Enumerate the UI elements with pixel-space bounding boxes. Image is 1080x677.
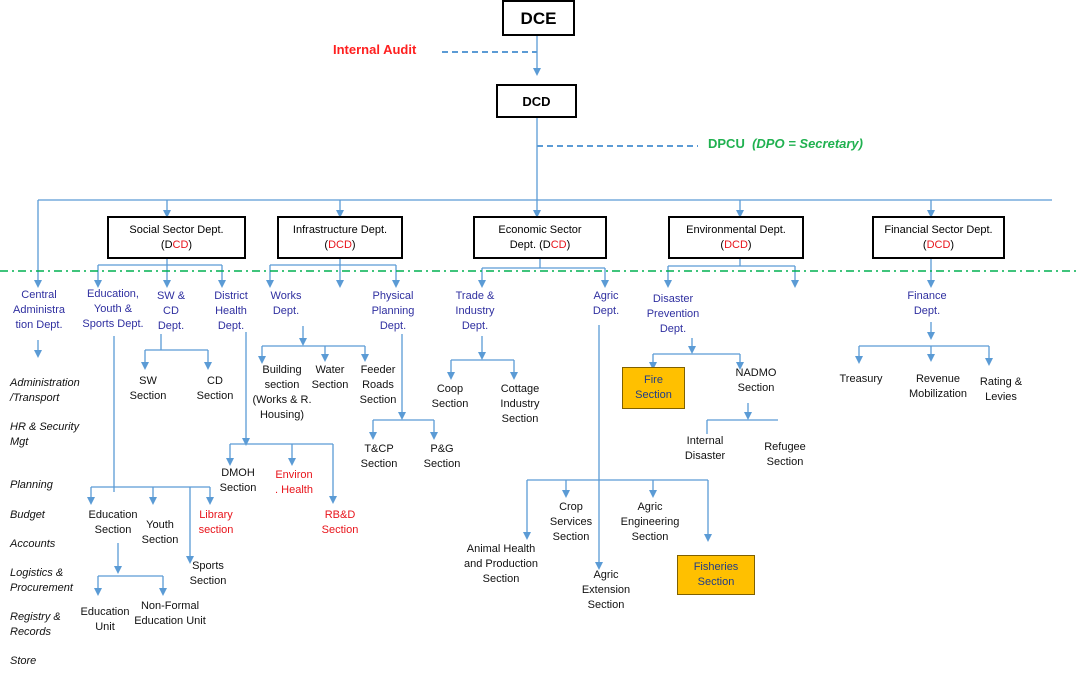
admin-function-store: Store	[10, 655, 37, 667]
district-health-dept: District Health Dept.	[214, 290, 248, 332]
admin-function-administration: Administration /Transport	[10, 377, 80, 404]
trade-industry-dept: Trade & Industry Dept.	[455, 290, 495, 332]
pg-section: P&G Section	[423, 443, 461, 470]
admin-function-accounts: Accounts	[10, 538, 56, 550]
dce-label: DCE	[520, 8, 557, 28]
financial-sector-dept-post: )	[950, 238, 955, 251]
education-section: Education Section	[88, 509, 138, 536]
social-sector-dept-code: CD	[172, 238, 189, 251]
feeder-roads-section: Feeder Roads Section	[359, 364, 397, 406]
dpcu-note: (DPO = Secretary)	[752, 136, 863, 151]
building-section: Building section (Works & R. Housing)	[252, 364, 312, 421]
admin-function-hr: HR & Security Mgt	[10, 421, 80, 448]
admin-function-registry: Registry & Records	[10, 611, 61, 638]
infrastructure-dept-box: Infrastructure Dept. (DCD)	[277, 216, 403, 259]
swcd-dept: SW & CD Dept.	[156, 290, 186, 332]
central-admin-dept: Central Administra tion Dept.	[13, 289, 65, 331]
dcd-label: DCD	[522, 93, 551, 109]
admin-function-budget: Budget	[10, 509, 45, 521]
refugee-section: Refugee Section	[764, 441, 806, 468]
fire-section: Fire Section	[622, 367, 685, 409]
nonformal-education-unit: Non-Formal Education Unit	[134, 600, 206, 627]
social-sector-dept-post: )	[188, 238, 193, 251]
disaster-prevention-dept: Disaster Prevention Dept.	[646, 293, 700, 335]
social-sector-dept-box: Social Sector Dept. (DCD)	[107, 216, 246, 259]
financial-sector-dept-name: Financial Sector Dept.	[884, 223, 993, 236]
financial-sector-dept-box: Financial Sector Dept. (DCD)	[872, 216, 1005, 259]
cd-section: CD Section	[196, 375, 234, 402]
environmental-dept-pre: (	[720, 238, 725, 251]
coop-section: Coop Section	[431, 383, 469, 410]
financial-sector-dept-pre: (	[922, 238, 927, 251]
physical-planning-dept: Physical Planning Dept.	[371, 290, 415, 332]
crop-services-section: Crop Services Section	[549, 501, 593, 543]
infrastructure-dept-name: Infrastructure Dept.	[292, 223, 388, 236]
economic-sector-dept-code: CD	[550, 238, 567, 251]
social-sector-dept-name: Social Sector Dept.	[129, 223, 224, 236]
education-unit: Education Unit	[80, 606, 130, 633]
admin-function-logistics: Logistics & Procurement	[10, 567, 73, 594]
finance-dept: Finance Dept.	[907, 290, 947, 317]
fisheries-section: Fisheries Section	[677, 555, 755, 595]
financial-sector-dept-code: DCD	[926, 238, 951, 251]
animal-health-section: Animal Health and Production Section	[464, 543, 538, 585]
admin-function-planning: Planning	[10, 479, 53, 491]
infrastructure-dept-code: DCD	[328, 238, 352, 251]
sw-section: SW Section	[129, 375, 167, 402]
works-dept: Works Dept.	[270, 290, 302, 317]
economic-sector-dept-name: Economic Sector	[498, 223, 582, 236]
dce-box: DCE	[502, 0, 575, 36]
infrastructure-dept-post: )	[351, 238, 356, 251]
environ-health: Environ . Health	[275, 469, 313, 496]
fisheries-section-label: Fisheries Section	[693, 561, 739, 588]
internal-audit-label: Internal Audit	[333, 42, 417, 57]
social-sector-dept-pre: (D	[160, 238, 173, 251]
dcd-box: DCD	[496, 84, 577, 118]
dpcu-name: DPCU	[708, 136, 745, 151]
cottage-industry-section: Cottage Industry Section	[500, 383, 540, 425]
water-section: Water Section	[311, 364, 349, 391]
dmoh-section: DMOH Section	[219, 467, 257, 494]
economic-sector-dept-pre: Dept. (D	[509, 238, 551, 251]
education-dept: Education, Youth & Sports Dept.	[82, 288, 144, 330]
infrastructure-dept-pre: (	[324, 238, 329, 251]
tcp-section: T&CP Section	[360, 443, 398, 470]
environmental-dept-name: Environmental Dept.	[686, 223, 786, 236]
agric-extension-section: Agric Extension Section	[581, 569, 631, 611]
environmental-dept-box: Environmental Dept. (DCD)	[668, 216, 804, 259]
agric-engineering-section: Agric Engineering Section	[620, 501, 680, 543]
youth-section: Youth Section	[141, 519, 179, 546]
rbd-section: RB&D Section	[321, 509, 359, 536]
revenue-mobilization: Revenue Mobilization	[908, 373, 968, 400]
library-section: Library section	[198, 509, 234, 536]
sports-section: Sports Section	[189, 560, 227, 587]
dpcu-label: DPCU (DPO = Secretary)	[708, 136, 863, 151]
fire-section-label: Fire Section	[635, 374, 672, 401]
environmental-dept-post: )	[747, 238, 752, 251]
environmental-dept-code: DCD	[724, 238, 748, 251]
economic-sector-dept-post: )	[566, 238, 571, 251]
internal-disaster: Internal Disaster	[684, 435, 726, 462]
rating-levies: Rating & Levies	[979, 376, 1023, 403]
nadmo-section: NADMO Section	[735, 367, 777, 394]
treasury: Treasury	[839, 373, 883, 385]
agric-dept: Agric Dept.	[592, 290, 620, 317]
economic-sector-dept-box: Economic Sector Dept. (DCD)	[473, 216, 607, 259]
